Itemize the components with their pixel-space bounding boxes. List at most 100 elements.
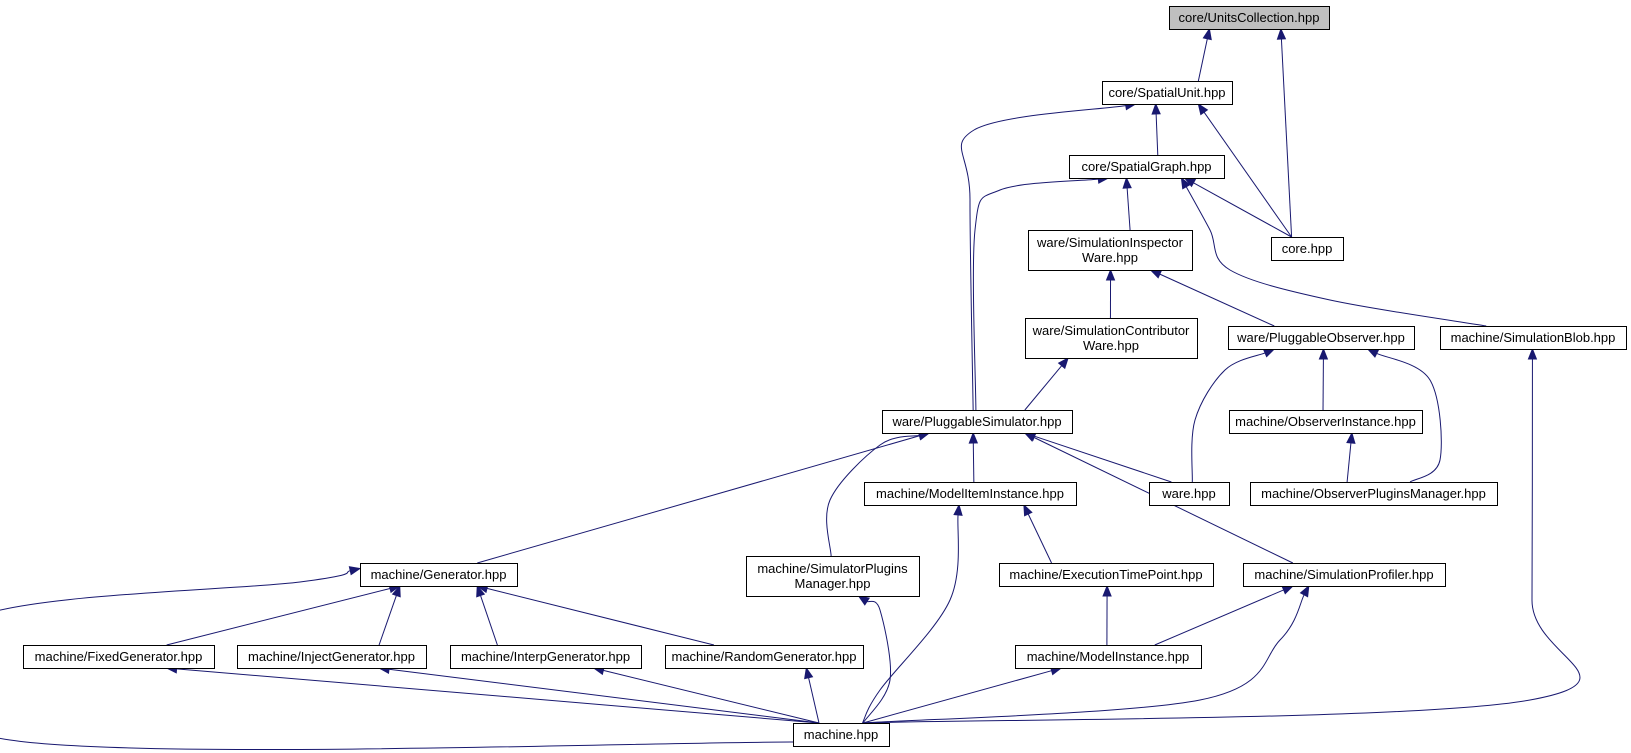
edge-simulation_blob-to-spatial_graph bbox=[1180, 176, 1487, 327]
edge-machine_hpp-to-model_item_instance bbox=[862, 503, 963, 724]
node-box[interactable] bbox=[23, 645, 215, 669]
edge-line bbox=[972, 442, 975, 483]
edge-arrowhead bbox=[1149, 269, 1163, 279]
edge-line bbox=[1155, 113, 1159, 156]
edge-inject_generator-to-generator bbox=[378, 584, 401, 646]
edge-line bbox=[486, 587, 715, 646]
edge-model_item_instance-to-pluggable_simulator bbox=[968, 431, 979, 483]
edge-arrowhead bbox=[804, 666, 814, 680]
node-spatial-unit[interactable]: core/SpatialUnit.hpp bbox=[1102, 81, 1233, 105]
edge-arrowhead bbox=[476, 584, 486, 598]
node-label: machine/ModelItemInstance.hpp bbox=[876, 486, 1064, 501]
node-box[interactable] bbox=[1102, 81, 1233, 105]
node-box[interactable] bbox=[1149, 482, 1230, 506]
edge-model_instance-to-execution_time_point bbox=[1102, 584, 1112, 646]
edge-arrowhead bbox=[1276, 27, 1287, 40]
node-model-item-instance[interactable]: machine/ModelItemInstance.hpp bbox=[864, 482, 1077, 506]
node-box[interactable] bbox=[360, 563, 518, 587]
edge-line bbox=[1193, 182, 1292, 238]
node-box[interactable] bbox=[1250, 482, 1498, 506]
node-box[interactable] bbox=[1169, 6, 1330, 30]
node-pluggable-observer[interactable]: ware/PluggableObserver.hpp bbox=[1228, 326, 1415, 350]
node-label: Ware.hpp bbox=[1082, 250, 1138, 265]
node-box[interactable] bbox=[237, 645, 427, 669]
edge-arrowhead bbox=[1023, 503, 1033, 517]
edge-line bbox=[826, 434, 920, 557]
edge-machine_hpp-to-simulation_profiler bbox=[862, 584, 1310, 724]
edge-pluggable_simulator-to-sim_contributor_ware bbox=[1024, 356, 1069, 411]
node-label: core/SpatialGraph.hpp bbox=[1081, 159, 1211, 174]
node-box[interactable] bbox=[1069, 155, 1225, 179]
node-simulation-blob[interactable]: machine/SimulationBlob.hpp bbox=[1440, 326, 1627, 350]
edge-line bbox=[1191, 352, 1266, 483]
edge-model_instance-to-simulation_profiler bbox=[1154, 585, 1295, 646]
edge-machine_hpp-to-interp_generator bbox=[592, 665, 820, 724]
edge-line bbox=[388, 668, 820, 724]
nodes-layer: core/UnitsCollection.hpp core/SpatialUnit… bbox=[23, 6, 1627, 747]
edge-arrowhead bbox=[348, 566, 362, 576]
edge-line bbox=[603, 669, 820, 724]
node-box[interactable] bbox=[1028, 230, 1193, 271]
node-label: ware.hpp bbox=[1161, 486, 1215, 501]
node-box[interactable] bbox=[1243, 563, 1446, 587]
node-box[interactable] bbox=[793, 723, 890, 747]
edge-spatial_graph-to-spatial_unit bbox=[1151, 102, 1161, 156]
node-label: machine/SimulatorPlugins bbox=[757, 561, 908, 576]
node-box[interactable] bbox=[864, 482, 1077, 506]
edge-arrowhead bbox=[1023, 432, 1037, 442]
edge-machine_hpp-to-inject_generator bbox=[377, 664, 820, 724]
edge-arrowhead bbox=[1262, 348, 1276, 358]
node-generator[interactable]: machine/Generator.hpp bbox=[360, 563, 518, 587]
node-box[interactable] bbox=[746, 556, 920, 597]
node-execution-time-point[interactable]: machine/ExecutionTimePoint.hpp bbox=[999, 563, 1214, 587]
edge-machine_hpp-to-random_generator bbox=[804, 666, 820, 724]
edge-line bbox=[1126, 187, 1131, 231]
node-box[interactable] bbox=[999, 563, 1214, 587]
edge-arrowhead bbox=[1122, 176, 1132, 189]
edge-line bbox=[972, 178, 1099, 411]
node-box[interactable] bbox=[1015, 645, 1202, 669]
edge-sim_inspector_ware-to-spatial_graph bbox=[1122, 176, 1132, 231]
node-machine-hpp[interactable]: machine.hpp bbox=[793, 723, 890, 747]
edge-core_hpp-to-spatial_unit bbox=[1197, 102, 1293, 238]
node-model-instance[interactable]: machine/ModelInstance.hpp bbox=[1015, 645, 1202, 669]
node-box[interactable] bbox=[665, 645, 864, 669]
edge-pluggable_observer-to-sim_inspector_ware bbox=[1149, 269, 1275, 327]
node-label: machine/SimulationProfiler.hpp bbox=[1254, 567, 1433, 582]
node-box[interactable] bbox=[1440, 326, 1627, 350]
node-spatial-graph[interactable]: core/SpatialGraph.hpp bbox=[1069, 155, 1225, 179]
node-box[interactable] bbox=[1228, 326, 1415, 350]
node-pluggable-simulator[interactable]: ware/PluggableSimulator.hpp bbox=[882, 410, 1073, 434]
node-inject-generator[interactable]: machine/InjectGenerator.hpp bbox=[237, 645, 427, 669]
edge-arrowhead bbox=[1527, 347, 1538, 360]
edge-core_hpp-to-units_collection bbox=[1276, 27, 1293, 238]
node-random-generator[interactable]: machine/RandomGenerator.hpp bbox=[665, 645, 864, 669]
edge-interp_generator-to-generator bbox=[476, 584, 498, 646]
node-box[interactable] bbox=[1229, 410, 1423, 434]
edge-line bbox=[1027, 513, 1053, 564]
node-ware-hpp[interactable]: ware.hpp bbox=[1149, 482, 1230, 506]
edge-arrowhead bbox=[1281, 585, 1295, 595]
edge-machine_hpp-to-fixed_generator bbox=[165, 664, 820, 724]
node-observer-instance[interactable]: machine/ObserverInstance.hpp bbox=[1229, 410, 1423, 434]
node-fixed-generator[interactable]: machine/FixedGenerator.hpp bbox=[23, 645, 215, 669]
node-label: machine/ObserverPluginsManager.hpp bbox=[1261, 486, 1486, 501]
node-box[interactable] bbox=[1025, 318, 1198, 359]
node-interp-generator[interactable]: machine/InterpGenerator.hpp bbox=[450, 645, 642, 669]
node-box[interactable] bbox=[882, 410, 1073, 434]
node-simulation-profiler[interactable]: machine/SimulationProfiler.hpp bbox=[1243, 563, 1446, 587]
node-observer-plugins-manager[interactable]: machine/ObserverPluginsManager.hpp bbox=[1250, 482, 1498, 506]
node-units-collection[interactable]: core/UnitsCollection.hpp bbox=[1169, 6, 1330, 30]
edge-arrowhead bbox=[857, 595, 871, 606]
node-label: ware/PluggableObserver.hpp bbox=[1236, 330, 1405, 345]
edge-machine_hpp-to-simulation_blob bbox=[862, 347, 1581, 724]
edge-arrowhead bbox=[1366, 348, 1380, 358]
node-box[interactable] bbox=[1271, 237, 1344, 261]
node-label: machine/InterpGenerator.hpp bbox=[461, 649, 630, 664]
node-core-hpp[interactable]: core.hpp bbox=[1271, 237, 1344, 261]
edge-line bbox=[378, 595, 397, 646]
node-box[interactable] bbox=[450, 645, 642, 669]
